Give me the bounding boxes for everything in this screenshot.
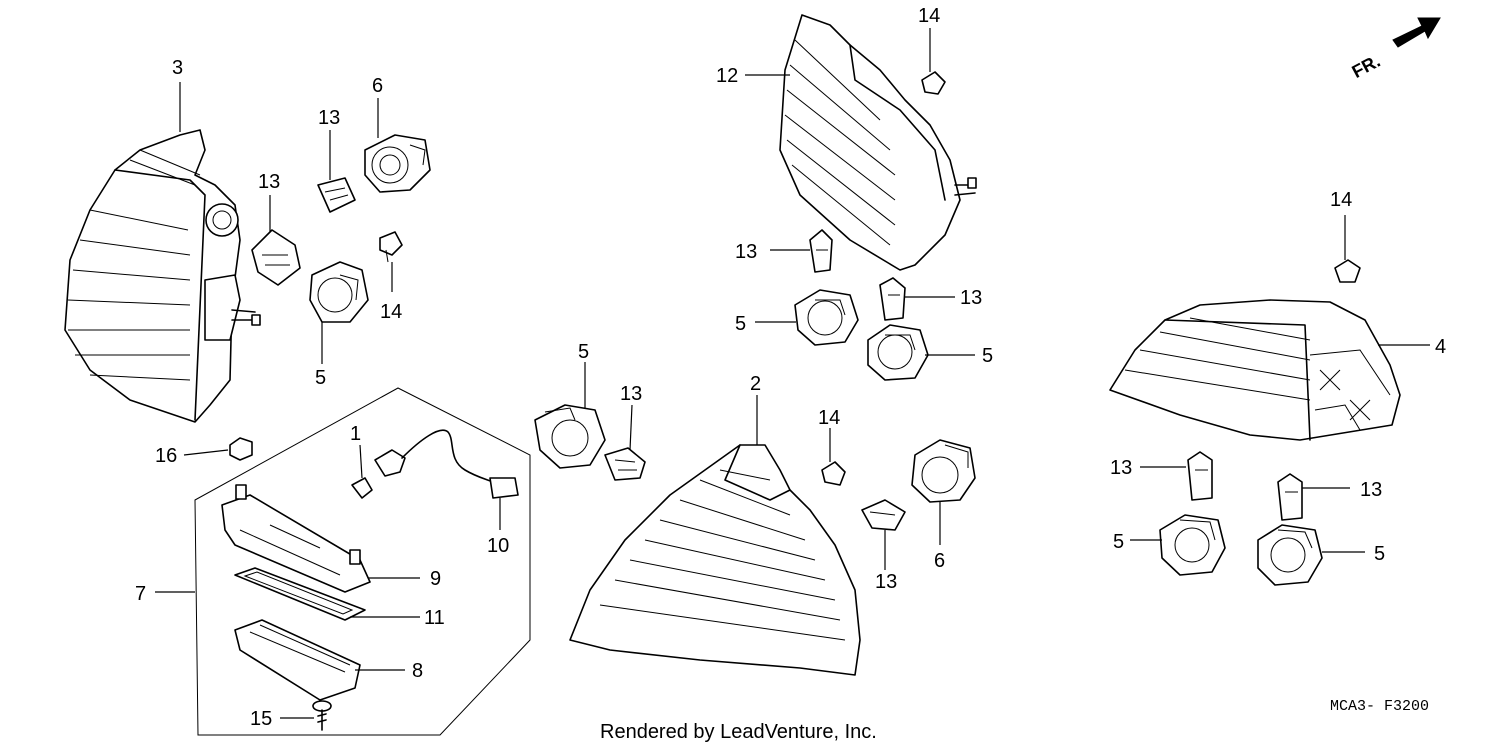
socket-6-left [364,134,431,193]
callout-11: 11 [424,607,445,629]
callout-5-f: 5 [1374,543,1385,565]
socket-6-middle [911,439,976,503]
callout-5-d: 5 [578,341,589,363]
socket-5-middle [534,404,606,469]
callout-8: 8 [412,660,423,682]
socket-5-center-right [867,324,929,381]
callout-6-b: 6 [934,550,945,572]
callout-14-d: 14 [1330,189,1352,211]
license-light-assembly-outline [194,387,531,736]
callout-13-d: 13 [960,287,982,309]
tail-lamp-2 [569,444,861,676]
gasket-11 [234,567,366,621]
callout-13-c: 13 [735,241,757,263]
front-direction-indicator: FR. [1349,17,1441,82]
callout-13-a: 13 [318,107,340,129]
license-light-base-9 [221,484,371,593]
bulb-13-center-right [879,277,906,321]
screw-15 [312,700,332,731]
callout-13-h: 13 [1360,479,1382,501]
callout-12: 12 [716,65,738,87]
callout-14-c: 14 [818,407,840,429]
callout-13-e: 13 [620,383,642,405]
callout-3: 3 [172,57,183,79]
clip-14-middle [821,461,846,486]
wire-harness-10 [374,429,519,499]
callout-9: 9 [430,568,441,590]
tail-lamp-left [64,129,261,423]
footer-credit: Rendered by LeadVenture, Inc. [600,721,877,743]
callout-4: 4 [1435,336,1446,358]
bulb-13-right-right [1277,473,1303,521]
clip-14-right [1334,259,1361,283]
callout-14-a: 14 [380,301,402,323]
nut-16 [229,437,253,461]
callout-5-e: 5 [1113,531,1124,553]
callout-2: 2 [750,373,761,395]
socket-5-left [309,261,369,323]
tail-lamp-4 [1109,299,1401,441]
callout-16: 16 [155,445,177,467]
callout-13-b: 13 [258,171,280,193]
callout-5-a: 5 [315,367,326,389]
callout-5-b: 5 [735,313,746,335]
callout-6-a: 6 [372,75,383,97]
socket-5-right-right [1257,524,1323,586]
diagram-code: MCA3- F3200 [1330,698,1429,715]
callout-1: 1 [350,423,361,445]
front-direction-label: FR. [1349,51,1384,82]
callout-15: 15 [250,708,272,730]
bulb-13-center-left [809,229,833,273]
bulb-13-right-left [1187,451,1213,501]
callout-5-c: 5 [982,345,993,367]
bulb-13-middle-right [861,499,906,531]
bulb-13-left-lower [251,229,301,286]
bulb-1 [351,477,373,499]
clip-14-top [921,71,946,95]
callout-13-g: 13 [1110,457,1132,479]
license-lens-8 [234,619,361,701]
callout-13-f: 13 [875,571,897,593]
bulb-13-left-upper [317,177,356,213]
bulb-13-middle [604,447,646,481]
tail-lamp-12 [779,14,977,271]
callout-7: 7 [135,583,146,605]
socket-5-center-left [794,289,859,346]
callout-14-b: 14 [918,5,940,27]
clip-14-left [379,231,403,263]
callout-10: 10 [487,535,509,557]
socket-5-right-left [1159,514,1226,576]
front-arrow-icon [1392,17,1441,48]
